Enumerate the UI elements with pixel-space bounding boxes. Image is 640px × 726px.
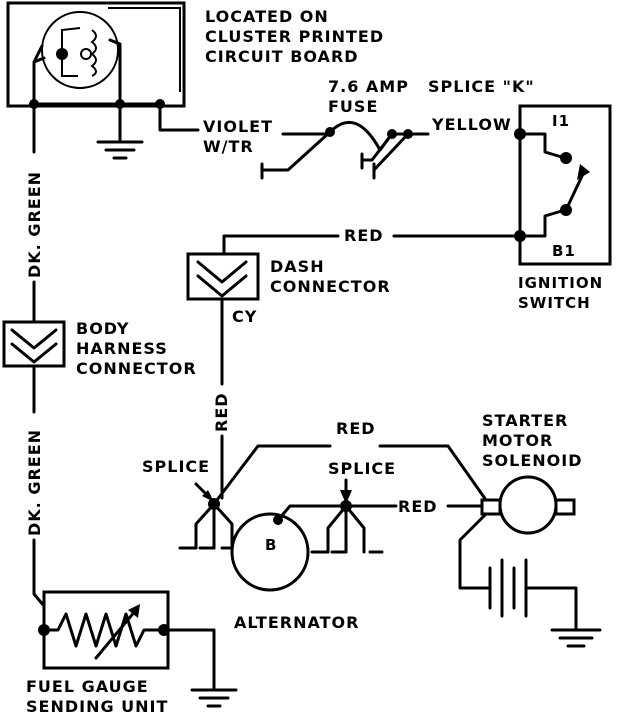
fuse-holder-right: [372, 132, 410, 180]
body-harness-chevron: [10, 328, 58, 364]
fuse-label: FUSE: [328, 97, 378, 116]
located-on-line-1: LOCATED ON: [205, 7, 329, 26]
gauge-coil: [61, 27, 97, 77]
battery-ground-icon: [550, 628, 602, 648]
solenoid-terminal-left: [480, 498, 502, 516]
red-label-solenoid: RED: [398, 497, 438, 516]
resistor-arrow-icon: [128, 604, 140, 618]
cy-label: CY: [232, 307, 257, 326]
switch-arrow-icon: [577, 164, 590, 180]
switch-lead-b1: [518, 208, 567, 238]
fuse-holder-mid: [360, 132, 394, 170]
battery-lead-positive: [458, 512, 490, 590]
solenoid-terminal-right: [554, 498, 576, 516]
starter-label-2: MOTOR: [482, 431, 553, 450]
body-harness-connector: [2, 320, 66, 368]
gauge-lead-right: [108, 38, 122, 106]
sending-unit-ground-lead: [162, 628, 216, 690]
switch-contact-top: [560, 152, 572, 164]
alternator-output-wire: [276, 504, 398, 522]
left-splice-label: SPLICE: [142, 457, 210, 476]
switch-blade: [564, 174, 584, 212]
right-splice: [310, 478, 384, 554]
red-wire-mid-left: [212, 444, 332, 506]
dk-green-label-top: DK. GREEN: [25, 171, 44, 278]
left-splice: [178, 482, 234, 550]
ignition-switch: [514, 104, 612, 266]
starter-label-3: SOLENOID: [482, 451, 582, 470]
dash-connector-chevron: [196, 260, 248, 298]
yellow-label: YELLOW: [431, 115, 512, 134]
located-on-label: LOCATED ON CLUSTER PRINTED CIRCUIT BOARD: [205, 7, 384, 66]
switch-lead-i1: [518, 132, 567, 160]
splice-k-label: SPLICE "K": [428, 77, 535, 96]
battery-ground-lead: [524, 586, 578, 632]
gauge-dial: [41, 11, 119, 89]
red-label-vertical: RED: [212, 392, 231, 432]
violet-wire-cluster: [158, 102, 200, 132]
starter-label-1: STARTER: [482, 411, 568, 430]
terminal-b1-label: B1: [552, 242, 576, 260]
alternator-label: ALTERNATOR: [234, 613, 359, 632]
cluster-ground-icon: [96, 140, 144, 160]
starter-solenoid: [458, 475, 576, 590]
right-splice-branches: [326, 504, 366, 554]
cluster-inner-frame: [108, 7, 181, 92]
dash-connector-label-1: DASH: [270, 257, 325, 276]
body-harness-label-3: CONNECTOR: [76, 359, 197, 378]
battery-cells-icon: [488, 558, 528, 618]
located-on-line-3: CIRCUIT BOARD: [205, 47, 359, 66]
red-label-mid: RED: [336, 419, 376, 438]
right-splice-label: SPLICE: [328, 459, 396, 478]
terminal-i1-label: I1: [552, 112, 570, 130]
alternator-body: [230, 512, 310, 592]
fuel-gauge-cluster: [6, 1, 186, 160]
left-splice-branches: [194, 502, 234, 550]
fuel-gauge-label-2: SENDING UNIT: [26, 697, 168, 716]
sending-unit-ground-icon: [190, 688, 238, 708]
fuel-gauge-sending-unit: [38, 590, 238, 708]
right-splice-arrow-icon: [340, 490, 352, 504]
body-harness-label-2: HARNESS: [76, 339, 168, 358]
variable-resistor-icon: [42, 612, 166, 648]
ignition-switch-housing: [518, 104, 612, 266]
body-harness-label-1: BODY: [76, 319, 130, 338]
wtr-label: W/TR: [203, 137, 254, 156]
dk-green-label-bottom: DK. GREEN: [25, 429, 44, 536]
red-label-top: RED: [344, 226, 384, 245]
fuse-rating-label: 7.6 AMP: [328, 77, 409, 96]
red-wire-mid-right: [378, 444, 488, 502]
dash-connector: [186, 252, 260, 301]
alternator-b-label: B: [265, 536, 277, 554]
battery: [488, 558, 602, 648]
gauge-lead-left: [32, 44, 46, 106]
fuse-symbol: [260, 120, 413, 180]
dash-connector-label-2: CONNECTOR: [270, 277, 391, 296]
ignition-label-1: IGNITION: [518, 274, 603, 292]
resistor-wiper: [94, 608, 138, 660]
fuel-gauge-label-1: FUEL GAUGE: [26, 677, 149, 696]
ignition-label-2: SWITCH: [518, 294, 591, 312]
red-wire-b1-left: [222, 234, 340, 256]
violet-label: VIOLET: [203, 117, 273, 136]
located-on-line-2: CLUSTER PRINTED: [205, 27, 384, 46]
alternator: [230, 504, 398, 592]
fuse-holder-left: [260, 130, 332, 180]
solenoid-body: [498, 475, 558, 535]
left-splice-arrow-icon: [202, 490, 214, 502]
